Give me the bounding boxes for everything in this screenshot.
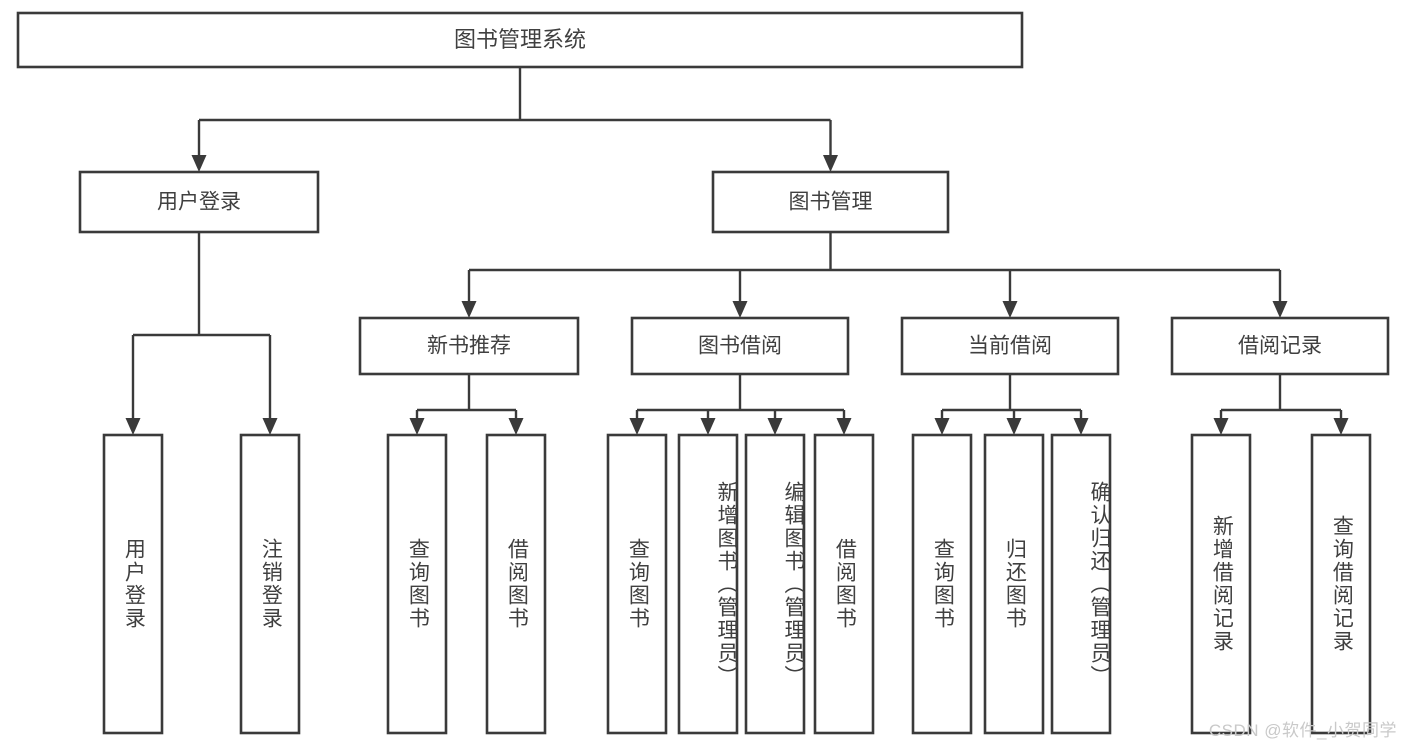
- leaf-0-arrowhead: [125, 418, 141, 435]
- leaf-node-4-box[interactable]: [606, 433, 668, 735]
- level3-1-arrowhead: [732, 301, 748, 318]
- level3-3-arrowhead: [1272, 301, 1288, 318]
- root-node-label: 图书管理系统: [454, 27, 586, 52]
- level3-0-arrowhead: [461, 301, 477, 318]
- level2-node-1-box[interactable]: [711, 170, 950, 234]
- level2-1-arrowhead: [823, 155, 838, 172]
- leaf-node-5-box[interactable]: [677, 433, 739, 735]
- leaf-11-arrowhead: [1213, 418, 1229, 435]
- leaf-9-arrowhead: [1006, 418, 1022, 435]
- leaf-node-1-box[interactable]: [239, 433, 301, 735]
- level3-node-2-box[interactable]: [900, 316, 1120, 376]
- leaf-node-9-box[interactable]: [983, 433, 1045, 735]
- leaf-node-3-box[interactable]: [485, 433, 547, 735]
- leaf-12-arrowhead: [1333, 418, 1349, 435]
- level3-node-1-box[interactable]: [630, 316, 850, 376]
- leaf-6-arrowhead: [767, 418, 783, 435]
- level2-node-0-box[interactable]: [78, 170, 320, 234]
- leaf-node-7-box[interactable]: [813, 433, 875, 735]
- watermark-text: CSDN @软件_小贺同学: [1208, 721, 1397, 740]
- level3-node-3-box[interactable]: [1170, 316, 1390, 376]
- level3-node-3-label: 借阅记录: [1238, 335, 1322, 358]
- leaf-5-arrowhead: [700, 418, 716, 435]
- node-boxes: [16, 11, 1390, 735]
- level3-node-2-label: 当前借阅: [968, 335, 1052, 358]
- connector-lines: [125, 67, 1349, 435]
- leaf-4-arrowhead: [629, 418, 645, 435]
- leaf-node-10-box[interactable]: [1050, 433, 1112, 735]
- leaf-node-8-box[interactable]: [911, 433, 973, 735]
- level3-2-arrowhead: [1002, 301, 1018, 318]
- leaf-node-12-box[interactable]: [1310, 433, 1372, 735]
- leaf-1-arrowhead: [262, 418, 278, 435]
- level2-0-arrowhead: [191, 155, 207, 172]
- level3-node-0-box[interactable]: [358, 316, 580, 376]
- leaf-2-arrowhead: [409, 418, 425, 435]
- level3-node-1-label: 图书借阅: [698, 335, 782, 358]
- leaf-7-arrowhead: [836, 418, 852, 435]
- level2-node-0-label: 用户登录: [157, 191, 241, 214]
- leaf-node-11-box[interactable]: [1190, 433, 1252, 735]
- leaf-10-arrowhead: [1073, 418, 1089, 435]
- level2-node-1-label: 图书管理: [789, 191, 873, 214]
- leaf-3-arrowhead: [508, 418, 524, 435]
- leaf-node-0-box[interactable]: [102, 433, 164, 735]
- leaf-8-arrowhead: [934, 418, 950, 435]
- leaf-node-6-box[interactable]: [744, 433, 806, 735]
- leaf-node-2-box[interactable]: [386, 433, 448, 735]
- level3-node-0-label: 新书推荐: [427, 335, 511, 358]
- root-node-box[interactable]: [16, 11, 1024, 69]
